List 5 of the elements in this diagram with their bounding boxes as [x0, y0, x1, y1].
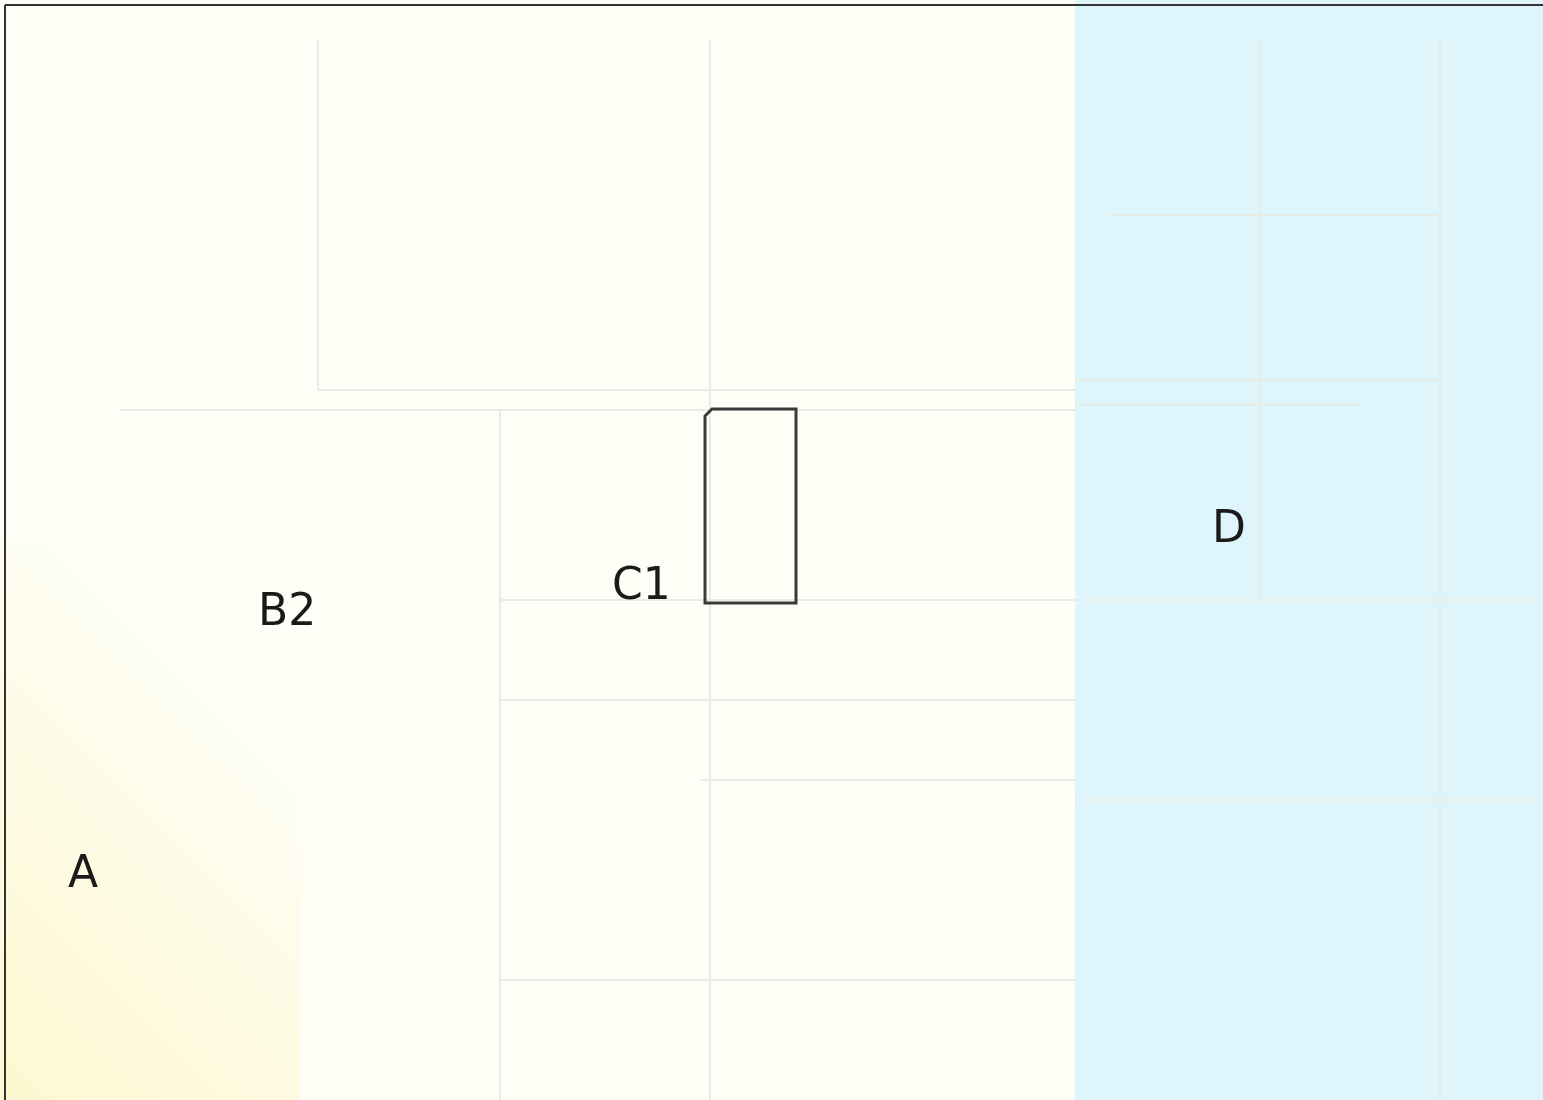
box-label: C1 [612, 562, 671, 606]
outline-box [703, 407, 798, 605]
area-label: B2 [258, 588, 317, 632]
area-label: A [68, 850, 99, 894]
area-label: D [1212, 505, 1246, 549]
